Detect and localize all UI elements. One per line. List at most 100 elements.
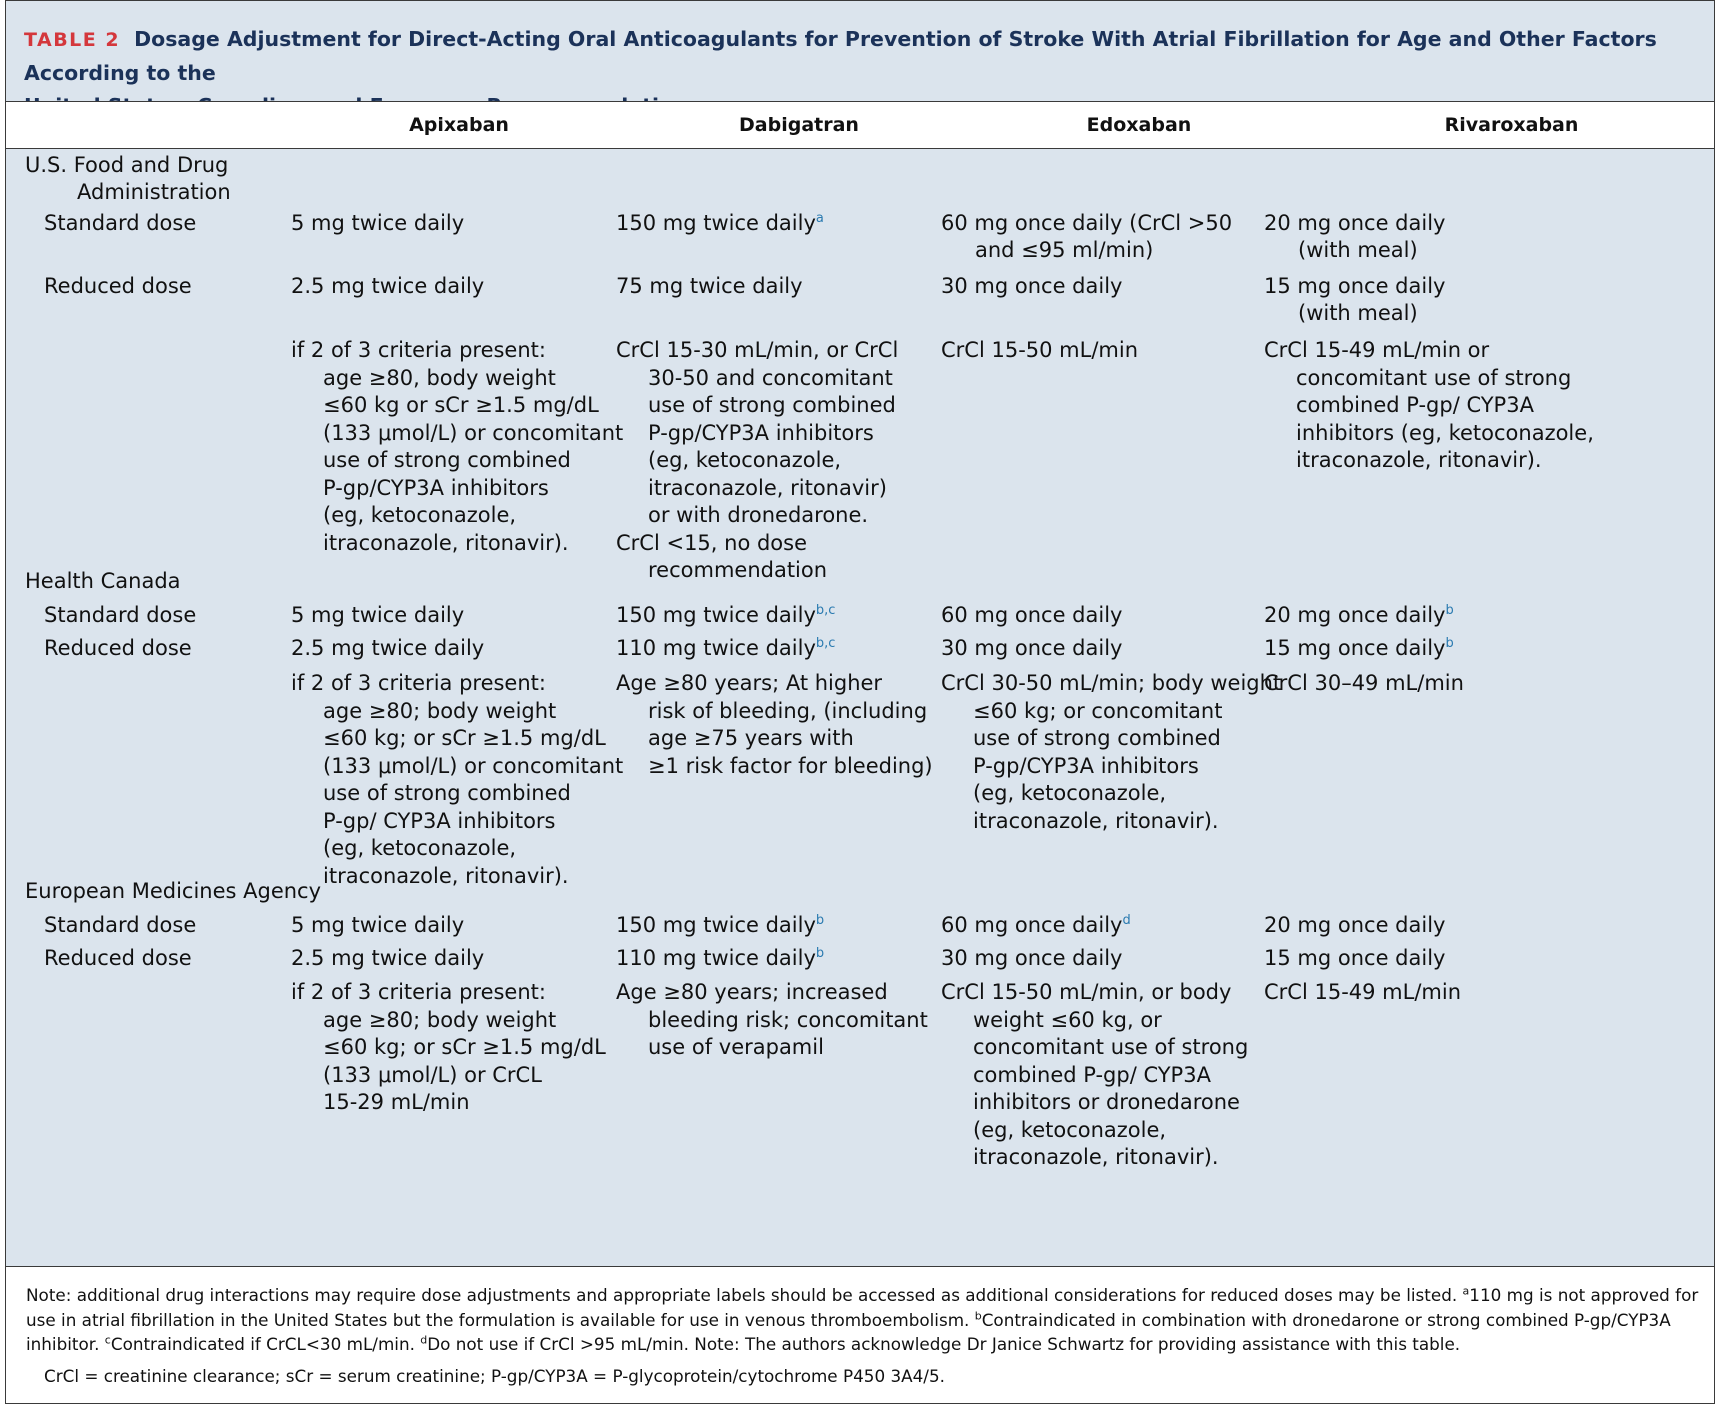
footnote-ref: b,c	[815, 603, 836, 618]
ema-rivaroxaban-reduced: 15 mg once daily	[1264, 946, 1446, 970]
column-header-row: Apixaban Dabigatran Edoxaban Rivaroxaban	[6, 101, 1714, 149]
fda-apixaban-reduced: 2.5 mg twice daily	[291, 274, 485, 298]
cell-line: use of strong combined	[973, 726, 1221, 750]
fda-edoxaban-reduced: 30 mg once daily	[941, 274, 1123, 298]
ema-apixaban-criteria: if 2 of 3 criteria present: age ≥80; body…	[291, 979, 606, 1117]
row-label-reduced-dose: Reduced dose	[44, 274, 192, 298]
cell-line: Age ≥80 years; increased	[616, 980, 888, 1004]
ema-rivaroxaban-criteria: CrCl 15-49 mL/min	[1264, 979, 1461, 1007]
footnote-ref: a	[815, 211, 824, 226]
table-footnotes: Note: additional drug interactions may r…	[26, 1284, 1699, 1354]
cell-line: age ≥80; body weight	[323, 698, 557, 723]
cell-line: inhibitors or dronedarone	[973, 1090, 1240, 1114]
cell-line: recommendation	[648, 558, 828, 582]
canada-apixaban-standard: 5 mg twice daily	[291, 603, 465, 627]
fda-apixaban-criteria: if 2 of 3 criteria present: age ≥80, body…	[291, 337, 623, 557]
cell-line: itraconazole, ritonavir).	[973, 808, 1219, 833]
header-edoxaban: Edoxaban	[1086, 114, 1192, 136]
cell-line: P-gp/CYP3A inhibitors	[973, 753, 1199, 778]
canada-rivaroxaban-reduced: 15 mg once dailyb	[1264, 636, 1454, 660]
fda-apixaban-standard: 5 mg twice daily	[291, 211, 465, 235]
cell-line: age ≥80; body weight	[323, 1007, 557, 1032]
fda-edoxaban-standard-2: and ≤95 ml/min)	[975, 238, 1154, 262]
section-fda-title-2: Administration	[77, 180, 231, 204]
footnote-ref: b	[1445, 603, 1454, 618]
cell-line: (eg, ketoconazole,	[973, 1117, 1167, 1142]
section-canada-title: Health Canada	[25, 569, 181, 593]
cell-line: itraconazole, ritonavir).	[973, 1145, 1219, 1169]
cell-line: (eg, ketoconazole,	[323, 836, 517, 860]
canada-apixaban-criteria: if 2 of 3 criteria present: age ≥80; body…	[291, 670, 623, 890]
cell-line: if 2 of 3 criteria present:	[291, 671, 546, 695]
section-ema-title: European Medicines Agency	[25, 879, 322, 903]
header-apixaban: Apixaban	[409, 114, 509, 136]
footnote-ref: b	[815, 913, 825, 928]
fda-rivaroxaban-reduced: 15 mg once daily	[1264, 274, 1446, 298]
footnote-ref: b,c	[815, 636, 836, 651]
cell-line: (133 μmol/L) or concomitant	[323, 420, 624, 445]
row-label-standard-dose: Standard dose	[44, 603, 197, 627]
footnote-ref: d	[1122, 913, 1131, 928]
cell-line: (eg, ketoconazole,	[648, 448, 842, 472]
cell-line: bleeding risk; concomitant	[648, 1007, 928, 1032]
cell-line: CrCl 15-49 mL/min or	[1264, 338, 1490, 362]
ema-apixaban-reduced: 2.5 mg twice daily	[291, 946, 485, 970]
cell-line: P-gp/ CYP3A inhibitors	[323, 808, 556, 833]
canada-dabigatran-standard: 150 mg twice dailyb,c	[616, 603, 836, 627]
row-label-standard-dose: Standard dose	[44, 211, 197, 235]
canada-rivaroxaban-criteria: CrCl 30–49 mL/min	[1264, 670, 1464, 698]
cell-line: 15-29 mL/min	[323, 1090, 470, 1114]
cell-line: (133 μmol/L) or concomitant	[323, 753, 624, 778]
ema-rivaroxaban-standard: 20 mg once daily	[1264, 913, 1446, 937]
cell-line: P-gp/CYP3A inhibitors	[648, 420, 874, 445]
cell-line: if 2 of 3 criteria present:	[291, 980, 546, 1004]
canada-edoxaban-criteria: CrCl 30-50 mL/min; body weight≤60 kg; or…	[941, 670, 1281, 835]
cell-line: ≥1 risk factor for bleeding)	[648, 753, 933, 778]
fda-dabigatran-standard: 150 mg twice dailya	[616, 211, 824, 235]
cell-line: (133 μmol/L) or CrCL	[323, 1062, 542, 1087]
cell-line: CrCl 30–49 mL/min	[1264, 671, 1464, 695]
row-label-reduced-dose: Reduced dose	[44, 636, 192, 660]
footnote-ref: b	[815, 946, 825, 961]
row-label-standard-dose: Standard dose	[44, 913, 197, 937]
ema-edoxaban-reduced: 30 mg once daily	[941, 946, 1123, 970]
cell-line: use of verapamil	[648, 1035, 824, 1059]
canada-edoxaban-standard: 60 mg once daily	[941, 603, 1123, 627]
ema-dabigatran-standard: 150 mg twice dailyb	[616, 913, 825, 937]
cell-line: itraconazole, ritonavir)	[648, 475, 887, 500]
fda-edoxaban-criteria: CrCl 15-50 mL/min	[941, 337, 1138, 365]
cell-line: use of strong combined	[323, 781, 571, 805]
cell-line: ≤60 kg; or sCr ≥1.5 mg/dL	[323, 726, 606, 750]
cell-line: weight ≤60 kg, or	[973, 1007, 1162, 1032]
cell-line: Age ≥80 years; At higher	[616, 671, 883, 695]
cell-line: age ≥80, body weight	[323, 365, 556, 390]
row-label-reduced-dose: Reduced dose	[44, 946, 192, 970]
cell-line: concomitant use of strong	[1296, 365, 1572, 390]
canada-dabigatran-reduced: 110 mg twice dailyb,c	[616, 636, 836, 660]
section-fda-title: U.S. Food and Drug	[25, 153, 229, 177]
canada-edoxaban-reduced: 30 mg once daily	[941, 636, 1123, 660]
ema-dabigatran-criteria: Age ≥80 years; increased bleeding risk; c…	[616, 979, 928, 1062]
cell-line: (eg, ketoconazole,	[973, 781, 1167, 805]
cell-line: inhibitors (eg, ketoconazole,	[1296, 420, 1594, 445]
fda-edoxaban-standard: 60 mg once daily (CrCl >50	[941, 211, 1233, 235]
cell-line: ≤60 kg; or sCr ≥1.5 mg/dL	[323, 1035, 606, 1059]
canada-rivaroxaban-standard: 20 mg once dailyb	[1264, 603, 1454, 627]
cell-line: use of strong combined	[323, 448, 571, 472]
cell-line: if 2 of 3 criteria present:	[291, 338, 546, 362]
cell-line: ≤60 kg; or concomitant	[973, 698, 1223, 723]
table-tag: TABLE 2	[24, 29, 121, 51]
cell-line: P-gp/CYP3A inhibitors	[323, 475, 549, 500]
cell-line: combined P-gp/ CYP3A	[1296, 393, 1534, 417]
title-text-1: Dosage Adjustment for Direct-Acting Oral…	[24, 27, 1657, 85]
cell-line: CrCl 15-49 mL/min	[1264, 980, 1461, 1004]
cell-line: 30-50 and concomitant	[648, 365, 893, 390]
cell-line: itraconazole, ritonavir).	[323, 863, 569, 888]
canada-apixaban-reduced: 2.5 mg twice daily	[291, 636, 485, 660]
ema-dabigatran-reduced: 110 mg twice dailyb	[616, 946, 825, 970]
